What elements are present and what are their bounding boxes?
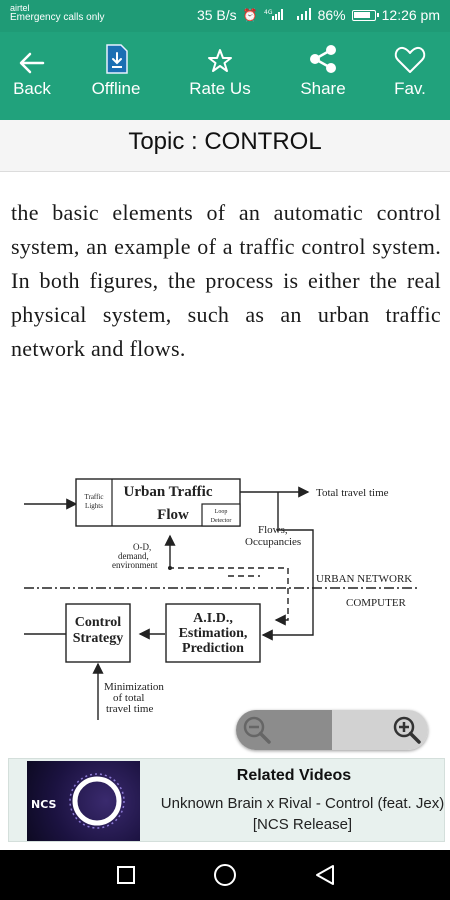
offline-button[interactable]: Offline <box>82 32 150 120</box>
zoom-out-icon <box>243 716 271 744</box>
svg-text:4G: 4G <box>264 9 273 16</box>
system-nav-bar <box>0 850 450 900</box>
traffic-lights-line2: Lights <box>85 502 103 510</box>
demand-label: demand, <box>118 551 149 561</box>
aid-line1: A.I.D., <box>193 611 233 626</box>
status-bar: airtel Emergency calls only 35 B/s ⏰ 4G … <box>0 0 450 32</box>
offline-label: Offline <box>91 79 141 98</box>
zoom-in-button[interactable] <box>332 710 428 750</box>
fav-label: Fav. <box>394 79 426 98</box>
back-nav-button[interactable] <box>316 865 334 885</box>
content-paragraph: the basic elements of an automatic contr… <box>11 200 441 361</box>
loop-detector-box <box>201 503 241 527</box>
star-icon <box>184 32 256 78</box>
share-icon <box>292 32 354 78</box>
video-thumbnail[interactable]: NCS <box>27 761 140 841</box>
ncs-logo-text: NCS <box>31 798 56 811</box>
rate-us-button[interactable]: Rate Us <box>184 32 256 120</box>
computer-label: COMPUTER <box>346 597 407 609</box>
signal-icon: 4G <box>264 8 290 23</box>
share-button[interactable]: Share <box>292 32 354 120</box>
back-label: Back <box>13 79 51 98</box>
rate-us-label: Rate Us <box>189 79 251 98</box>
alarm-icon: ⏰ <box>242 8 258 22</box>
urban-traffic-label: Urban Traffic <box>123 484 212 500</box>
urban-network-label: URBAN NETWORK <box>316 573 412 585</box>
od-label: O-D, <box>133 542 151 552</box>
traffic-control-diagram: Traffic Lights Urban Traffic Flow Loop D… <box>24 478 418 720</box>
fav-button[interactable]: Fav. <box>386 32 434 120</box>
toolbar: Back Offline Rate Us Share Fav. <box>0 32 450 120</box>
minimization-line1: Minimization <box>104 681 164 693</box>
flows-label: Flows, <box>258 524 288 536</box>
loop-detector-line2: Detector <box>211 518 232 524</box>
minimization-line3: travel time <box>106 703 153 715</box>
topic-title: Topic : CONTROL <box>128 128 322 155</box>
flow-label: Flow <box>157 507 189 523</box>
carrier-info: airtel Emergency calls only <box>10 3 104 23</box>
recents-button[interactable] <box>117 866 135 884</box>
download-file-icon <box>82 32 150 78</box>
zoom-control <box>236 710 428 750</box>
environment-label: environment <box>112 560 158 570</box>
zoom-in-icon <box>393 716 421 744</box>
carrier-name: airtel <box>10 3 30 13</box>
related-videos-ad[interactable]: NCS Related Videos Unknown Brain x Rival… <box>8 758 445 842</box>
status-indicators: 35 B/s ⏰ 4G 86% 12:26 pm <box>197 7 440 23</box>
related-videos-title: Related Videos <box>236 767 352 784</box>
aid-line3: Prediction <box>182 641 244 656</box>
diagram-lines <box>24 486 418 720</box>
control-strategy-line1: Control <box>75 615 122 630</box>
share-label: Share <box>300 79 346 98</box>
control-strategy-line2: Strategy <box>73 631 124 646</box>
loop-detector-line1: Loop <box>215 509 228 515</box>
clock-time: 12:26 pm <box>381 7 440 23</box>
heart-icon <box>386 32 434 78</box>
back-button[interactable]: Back <box>0 32 64 120</box>
home-button[interactable] <box>214 864 236 886</box>
related-video-description[interactable]: Unknown Brain x Rival - Control (feat. J… <box>160 795 445 833</box>
topic-header: Topic : CONTROL <box>0 120 450 172</box>
network-speed: 35 B/s <box>196 7 237 23</box>
signal-2-icon <box>296 7 312 23</box>
emergency-calls-text: Emergency calls only <box>10 12 105 23</box>
battery-percent: 86% <box>317 7 346 23</box>
aid-line2: Estimation, <box>179 626 248 641</box>
zoom-out-button[interactable] <box>236 710 332 750</box>
battery-icon <box>351 9 379 21</box>
aid-estimation-box <box>165 603 261 663</box>
minimization-line2: of total <box>113 692 144 704</box>
occupancies-label: Occupancies <box>245 536 301 548</box>
arrow-left-icon <box>0 32 64 78</box>
control-strategy-box <box>65 603 131 663</box>
total-travel-time-label: Total travel time <box>316 487 389 499</box>
traffic-lights-line1: Traffic <box>84 493 103 501</box>
